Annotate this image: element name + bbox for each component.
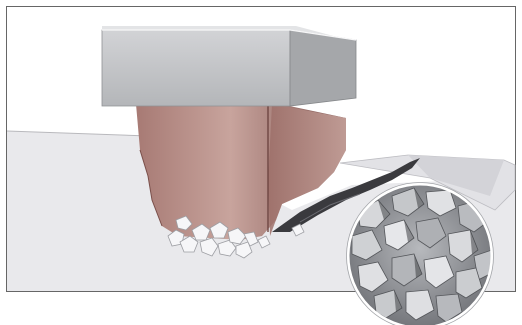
tool-block-side — [290, 30, 356, 106]
tool-block-front — [102, 30, 290, 106]
